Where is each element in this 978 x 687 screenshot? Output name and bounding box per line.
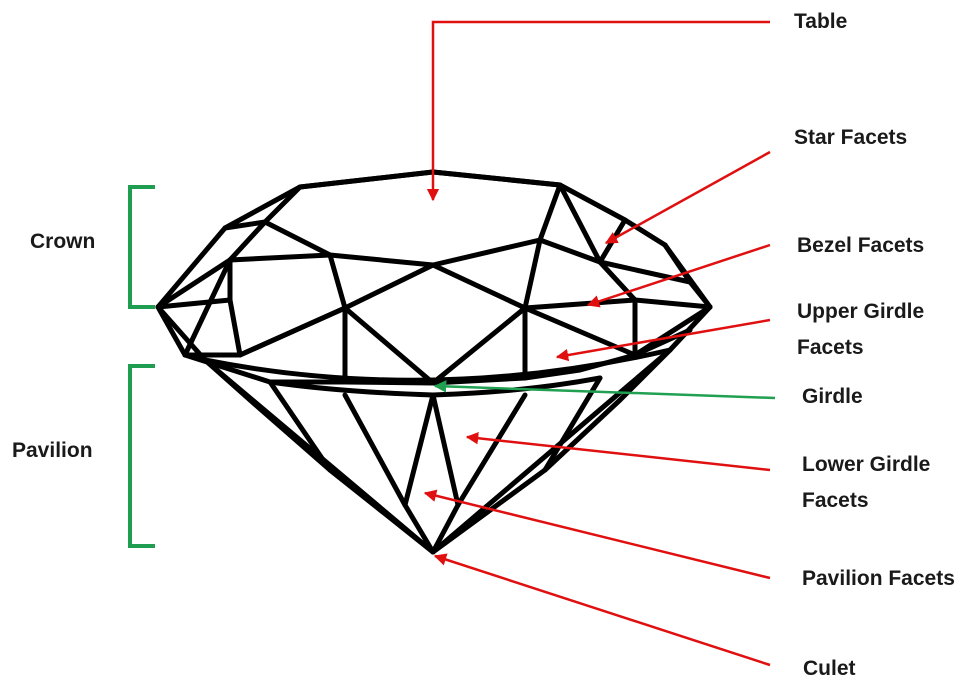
pavilion-bracket [130, 366, 155, 546]
lower-girdle-facets-pointer [467, 437, 770, 470]
label-bezel-facets: Bezel Facets [797, 228, 924, 264]
crown-bracket [130, 187, 155, 307]
label-upper-girdle-line1: Upper Girdle [797, 294, 924, 330]
table-outline [265, 172, 560, 265]
culet-pointer [435, 556, 770, 665]
table-pointer [433, 22, 770, 200]
label-lower-girdle-line1: Lower Girdle [802, 447, 930, 483]
label-girdle: Girdle [802, 379, 863, 415]
label-pavilion-facets: Pavilion Facets [802, 561, 955, 597]
label-pavilion: Pavilion [12, 433, 93, 469]
label-upper-girdle-line2: Facets [797, 330, 864, 366]
star-facets-pointer [606, 152, 770, 243]
label-table: Table [794, 4, 847, 40]
label-crown: Crown [30, 224, 95, 260]
label-culet: Culet [803, 651, 856, 687]
label-star-facets: Star Facets [794, 120, 907, 156]
label-lower-girdle-line2: Facets [802, 483, 869, 519]
pavilion-facets-pointer [425, 493, 770, 578]
